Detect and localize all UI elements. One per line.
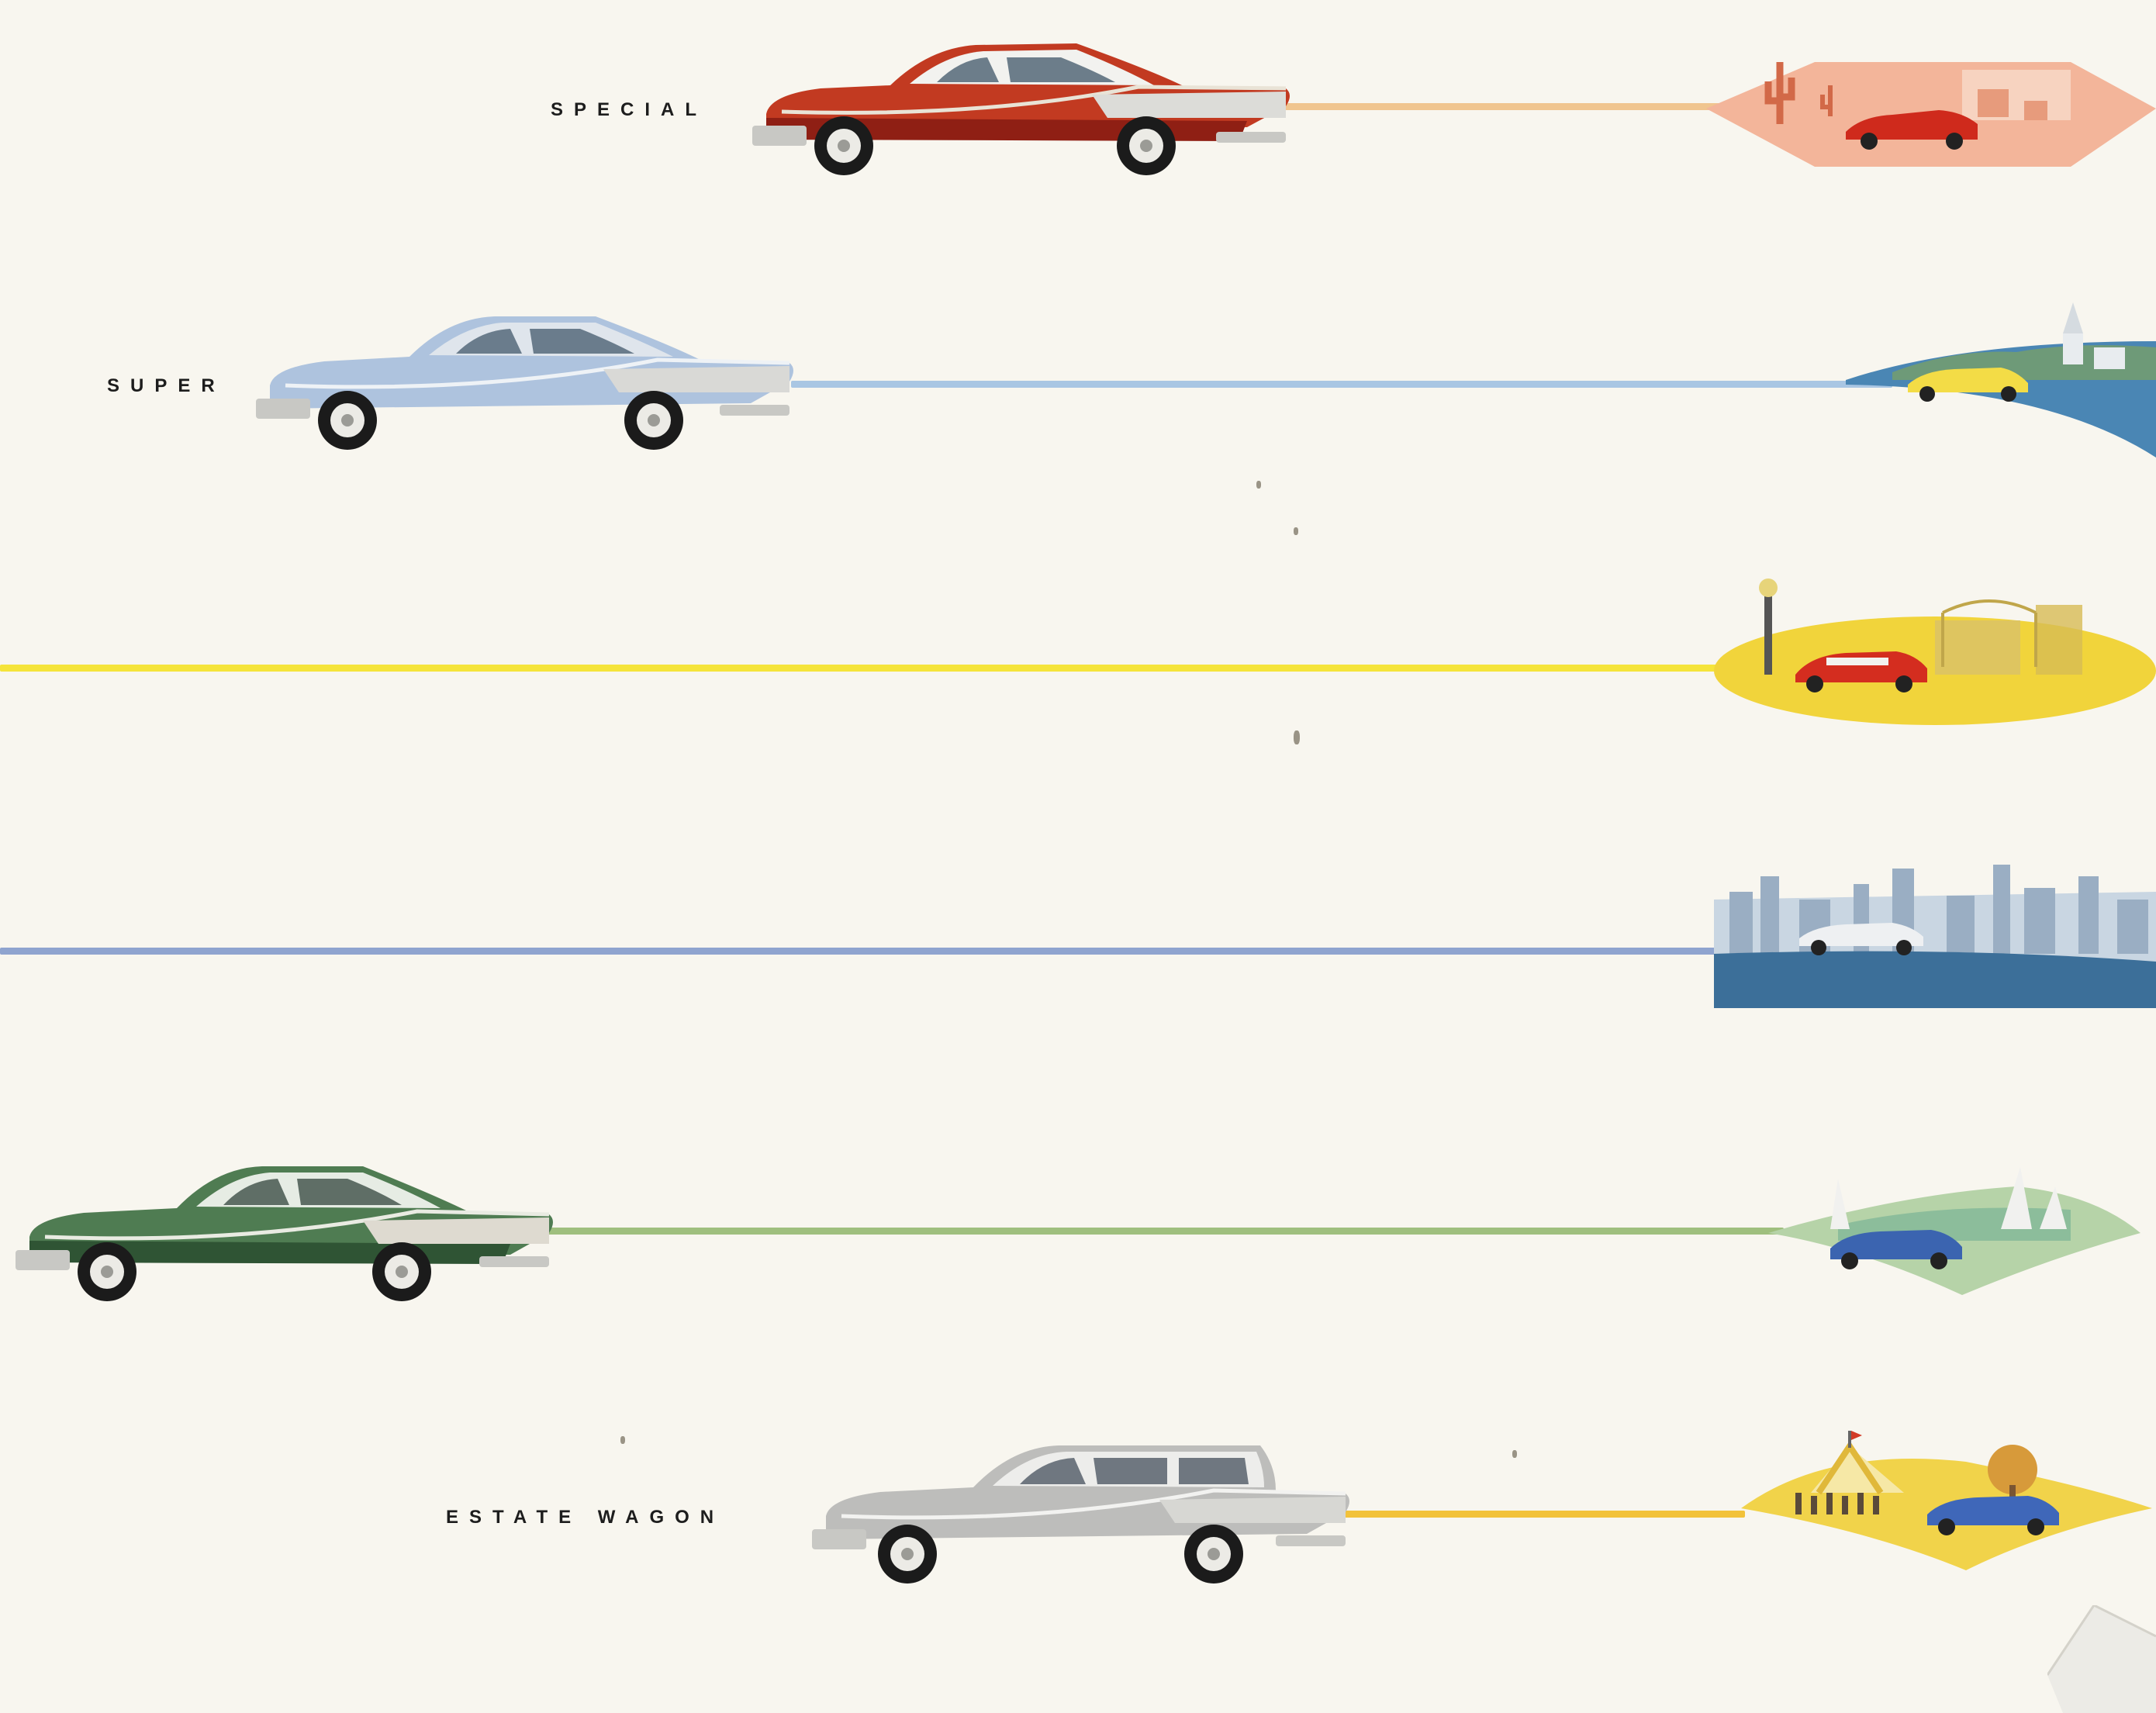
scene-fair-tent <box>1741 1431 2152 1570</box>
print-speck <box>1294 730 1300 744</box>
car-illustration-estate-wagon <box>812 1445 1349 1583</box>
color-stripe-estate-wagon <box>1342 1511 1745 1518</box>
car-illustration-special <box>752 43 1290 175</box>
folded-corner <box>2047 1605 2156 1713</box>
row-yellow <box>0 574 2156 744</box>
scene-village-church <box>1846 302 2156 458</box>
model-label-super: SUPER <box>107 375 226 396</box>
scene-city-skyline <box>1714 865 2156 1008</box>
color-stripe-super <box>791 381 1892 388</box>
color-stripe-green <box>543 1228 1784 1235</box>
color-stripe-slate <box>0 948 1718 955</box>
print-speck <box>620 1436 625 1444</box>
scene-harbor-bridge <box>1714 578 2156 725</box>
print-speck <box>1512 1450 1517 1458</box>
model-label-estate-wagon: ESTATE WAGON <box>446 1507 725 1528</box>
scene-desert-pueblo <box>1706 62 2156 167</box>
print-speck <box>1294 527 1298 535</box>
car-illustration-green <box>16 1166 553 1301</box>
color-stripe-yellow <box>0 665 1729 672</box>
row-estate-wagon: ESTATE WAGON <box>0 1431 2156 1625</box>
model-label-special: SPECIAL <box>551 99 708 120</box>
color-stripe-special <box>1280 103 1776 110</box>
car-illustration-super <box>256 316 793 450</box>
print-speck <box>1256 481 1261 489</box>
row-green <box>0 1155 2156 1318</box>
row-super: SUPER <box>0 302 2156 465</box>
scene-sailing-lake <box>1768 1167 2140 1295</box>
row-special: SPECIAL <box>0 31 2156 186</box>
row-slate <box>0 861 2156 1016</box>
